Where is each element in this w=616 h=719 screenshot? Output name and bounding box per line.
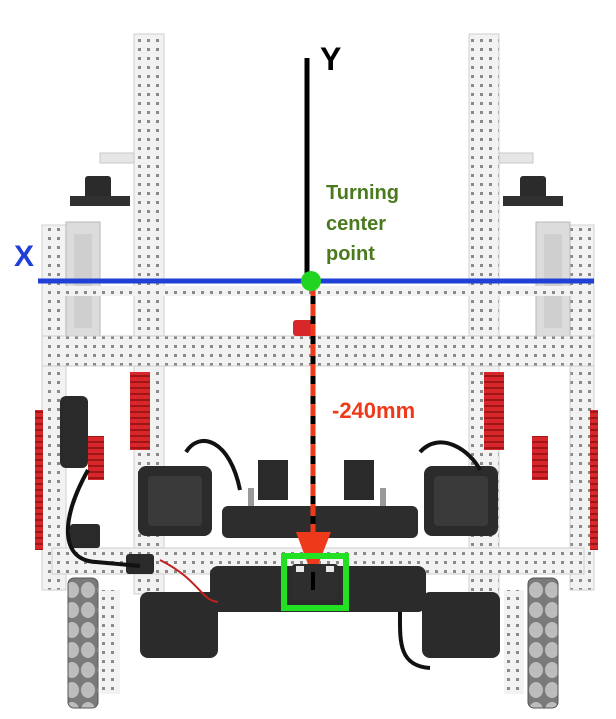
turning-center-label-line3: point [326, 243, 375, 265]
y-axis-label: Y [320, 41, 341, 77]
turning-center-label-line2: center [326, 213, 386, 235]
offset-label: -240mm [332, 398, 415, 423]
sensor-icon [281, 553, 349, 611]
turning-center-point [301, 271, 321, 291]
turning-center-label-line1: Turning [326, 182, 399, 204]
x-axis-label: X [14, 240, 34, 273]
